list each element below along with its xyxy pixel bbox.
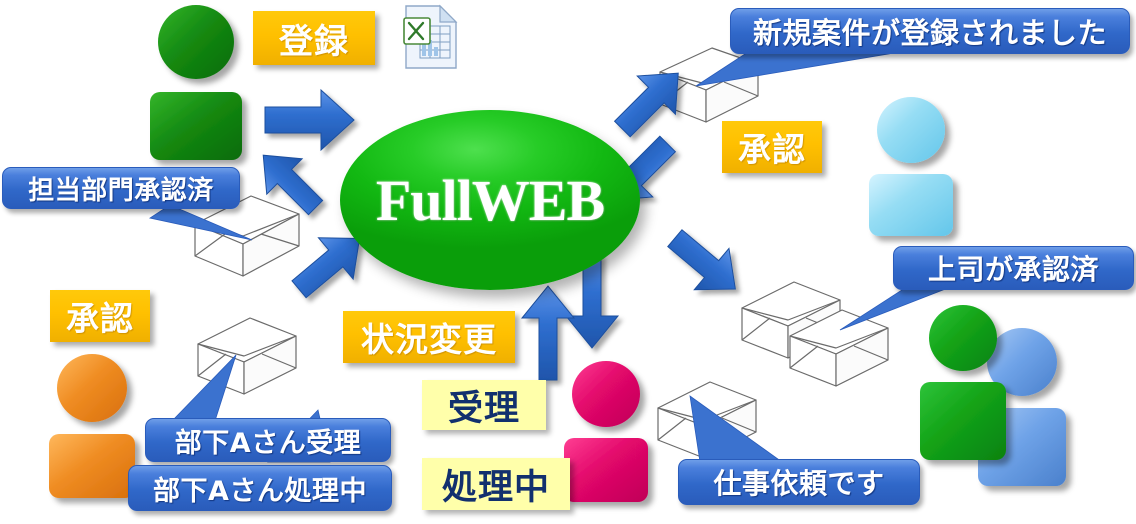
badge-register-label: 登録 [279,21,349,62]
callout-tail-new-case [695,51,901,87]
arrow-upleft-dept [262,154,324,216]
arrow-upright-newcase [613,72,679,138]
hub-label: FullWEB [375,167,605,233]
callout-tail-boss-approved [839,287,949,331]
envelope-icon [789,309,889,387]
status-box-processing: 処理中 [422,458,570,510]
person-icon-team-green [920,305,1006,460]
arrow-right-register [264,88,355,152]
person-icon-team-blue [978,328,1066,486]
callout-work-request-label: 仕事依頼です [713,467,885,500]
callout-work-request: 仕事依頼です [678,459,920,505]
badge-status-change: 状況変更 [343,311,515,363]
callout-dept-approved: 担当部門承認済 [2,167,240,209]
badge-approve-top: 承認 [722,121,822,173]
excel-spreadsheet-icon [403,4,458,69]
envelope-icon [657,381,757,459]
arrow-up-status [520,285,576,381]
callout-sub-a-accepted: 部下Aさん受理 [145,418,391,462]
envelope-icon [741,281,841,359]
callout-sub-a-accepted-label: 部下Aさん受理 [174,427,362,459]
badge-approve-left: 承認 [50,290,150,342]
callout-tail-sub-a-accepted [172,354,237,425]
callout-sub-a-working-label: 部下Aさん処理中 [153,475,367,507]
callout-sub-a-working: 部下Aさん処理中 [128,465,392,511]
callout-boss-approved: 上司が承認済 [893,246,1134,290]
status-box-processing-label: 処理中 [441,467,550,508]
badge-register: 登録 [253,11,375,65]
hub-fullweb: FullWEB [340,110,640,290]
badge-approve-top-label: 承認 [738,130,806,169]
arrow-downright-request [667,229,736,291]
callout-new-case-label: 新規案件が登録されました [752,16,1107,50]
envelope-icon [659,47,759,123]
callout-tail-dept-approved [148,204,253,241]
person-icon-approver [869,97,953,236]
envelope-icon [197,317,297,395]
status-box-accepted-label: 受理 [447,388,520,429]
callout-dept-approved-label: 担当部門承認済 [28,175,214,206]
person-icon-assignee [564,361,648,502]
badge-status-change-label: 状況変更 [361,320,497,359]
status-box-accepted: 受理 [422,380,546,430]
person-icon-manager [49,354,135,498]
callout-new-case: 新規案件が登録されました [730,8,1130,54]
callout-boss-approved-label: 上司が承認済 [927,253,1099,286]
callout-tail-work-request [689,395,784,463]
badge-approve-left-label: 承認 [66,299,134,338]
person-icon-registrant [150,5,242,160]
